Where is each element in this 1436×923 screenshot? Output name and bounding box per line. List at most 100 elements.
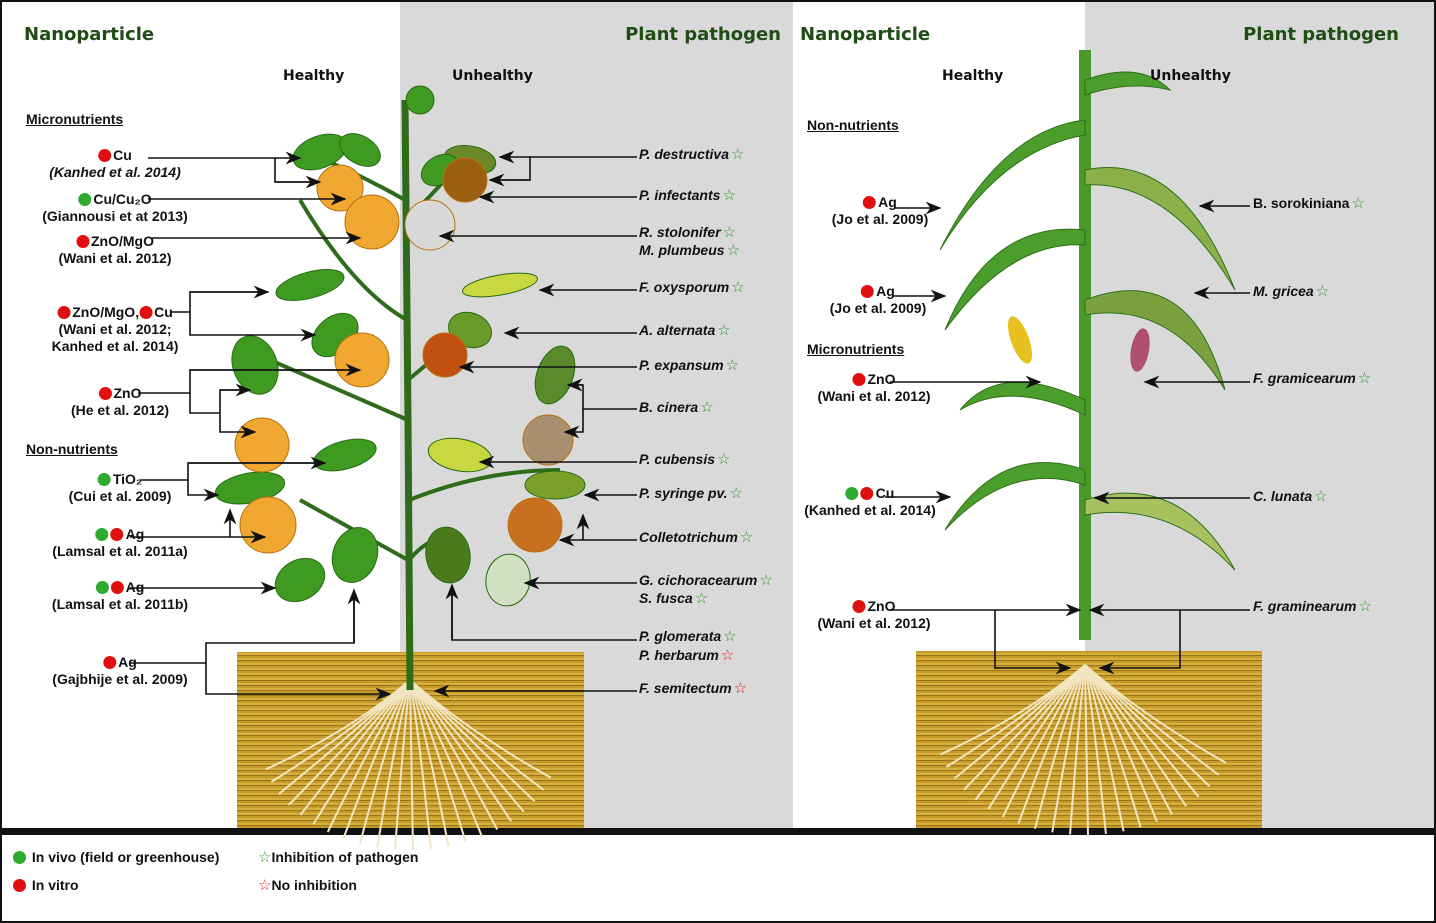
nanoparticle-label: Ag(Lamsal et al. 2011b) [52, 579, 188, 613]
pointer-arrow [187, 480, 220, 502]
green-star-icon: ☆ [717, 322, 731, 339]
red-dot-icon [98, 387, 112, 400]
pathogen-name: F. semitectum [639, 680, 732, 696]
red-dot-icon [103, 656, 117, 669]
green-star-icon: ☆ [731, 146, 745, 163]
pathogen-label: B. cinera☆ [639, 399, 714, 416]
green-star-icon: ☆ [1314, 488, 1328, 505]
nanoparticle-label: ZnO(Wani et al. 2012) [817, 371, 930, 405]
green-star-icon: ☆ [739, 529, 754, 546]
reference-citation: (Wani et al. 2012) [817, 615, 931, 631]
pathogen-name: P. syringe pv. [639, 485, 728, 501]
nanoparticle-label: ZnO(Wani et al. 2012) [817, 598, 930, 632]
pathogen-name: P. herbarum [639, 647, 719, 663]
pointer-arrow [563, 409, 584, 439]
corn-leaf [1084, 71, 1172, 96]
leaf [524, 470, 586, 500]
corn-cob [1007, 316, 1033, 364]
pointer-arrow [189, 312, 317, 342]
fruit [422, 332, 468, 378]
pathogen-label: P. cubensis☆ [639, 451, 730, 468]
pathogen-name: B. sorokiniana [1253, 195, 1350, 211]
green-star-icon: ☆ [731, 279, 745, 296]
reference-citation: (Cui et al. 2009) [68, 488, 172, 504]
green-star-icon: ☆ [258, 849, 272, 866]
leaf [274, 557, 326, 603]
nanoparticle-label: ZnO/MgO(Wani et al. 2012) [58, 233, 171, 267]
pathogen-label: M. plumbeus☆ [639, 242, 740, 259]
pathogen-name: F. oxysporum [639, 279, 730, 295]
pathogen-name: F. graminearum [1253, 598, 1357, 614]
pathogen-name: S. fusca [639, 590, 693, 606]
legend-inhibition-label: Inhibition of pathogen [271, 849, 419, 865]
red-dot-icon [98, 149, 112, 162]
pointer-arrow [219, 413, 257, 439]
reference-citation: (Jo et al. 2009) [831, 211, 929, 227]
pathogen-name: P. cubensis [639, 451, 716, 467]
pointer-arrow [994, 610, 1072, 675]
pathogen-name: P. glomerata [639, 628, 722, 644]
red-star-icon: ☆ [733, 680, 748, 697]
leaf [462, 272, 538, 298]
legend-in-vivo-label: In vivo (field or greenhouse) [31, 849, 220, 865]
right-healthy-label: Healthy [942, 68, 1004, 84]
pointer-arrow [1098, 610, 1181, 675]
leaf [425, 526, 471, 584]
reference-citation: (Wani et al. 2012) [58, 250, 172, 266]
divider-bar [0, 828, 1436, 835]
green-dot-icon [95, 528, 109, 541]
green-star-icon: ☆ [723, 628, 737, 645]
right-header-pathogen: Plant pathogen [1243, 24, 1399, 45]
pathogen-label: B. sorokiniana☆ [1253, 195, 1365, 212]
nanoparticle-name: Cu [875, 485, 895, 501]
pathogen-label: F. graminearum☆ [1253, 598, 1372, 615]
pathogen-label: F. oxysporum☆ [639, 279, 745, 296]
leaf [405, 85, 435, 115]
nanoparticle-label: TiO₂(Cui et al. 2009) [69, 471, 172, 505]
green-star-icon: ☆ [700, 399, 714, 416]
red-dot-icon [57, 306, 71, 319]
pathogen-label: C. lunata☆ [1253, 488, 1328, 505]
pathogen-name: C. lunata [1253, 488, 1313, 504]
reference-citation: Kanhed et al. 2014) [51, 338, 179, 354]
red-dot-icon [861, 285, 875, 298]
nanoparticle-name: Cu/Cu₂O [93, 191, 152, 207]
left-unhealthy-label: Unhealthy [452, 68, 533, 84]
nanoparticle-label: Ag(Jo et al. 2009) [830, 283, 927, 317]
corn-leaf [1084, 167, 1236, 291]
nanoparticle-label: Ag(Jo et al. 2009) [832, 194, 929, 228]
green-star-icon: ☆ [725, 357, 740, 374]
pathogen-name: P. infectants [639, 187, 721, 203]
reference-citation: (Jo et al. 2009) [829, 300, 927, 316]
pathogen-label: F. gramicearum☆ [1253, 370, 1371, 387]
reference-citation: (He et al. 2012) [70, 402, 170, 418]
green-star-icon: ☆ [1357, 370, 1372, 387]
pathogen-name: M. plumbeus [639, 242, 725, 258]
pathogen-name: B. cinera [639, 399, 699, 415]
left-header-pathogen: Plant pathogen [625, 24, 781, 45]
nanoparticle-name: ZnO [113, 385, 142, 401]
leaf [231, 335, 279, 395]
reference-citation: (Wani et al. 2012; [58, 321, 172, 337]
legend-in-vitro: In vitro [13, 877, 79, 894]
left-healthy-label: Healthy [283, 68, 345, 84]
pathogen-name: F. gramicearum [1253, 370, 1356, 386]
red-star-icon: ☆ [720, 647, 735, 664]
reference-citation: (Lamsal et al. 2011b) [51, 596, 189, 612]
red-dot-icon [860, 487, 874, 500]
legend-no-inhibition: ☆No inhibition [256, 877, 357, 894]
pathogen-label: G. cichoracearum☆ [639, 572, 773, 589]
fruit [522, 414, 574, 466]
leaf [331, 527, 379, 583]
pathogen-label: P. glomerata☆ [639, 628, 737, 645]
corn-leaf [939, 119, 1086, 251]
nanoparticle-label: Cu/Cu₂O(Giannousi et at 2013) [42, 191, 187, 225]
pathogen-label: P. destructiva☆ [639, 146, 744, 163]
reference-citation: (Kanhed et al. 2014) [49, 164, 181, 180]
pointer-arrow [205, 663, 392, 701]
nanoparticle-name: Ag [125, 579, 145, 595]
red-dot-icon [852, 373, 866, 386]
corn-cob [1130, 328, 1150, 372]
